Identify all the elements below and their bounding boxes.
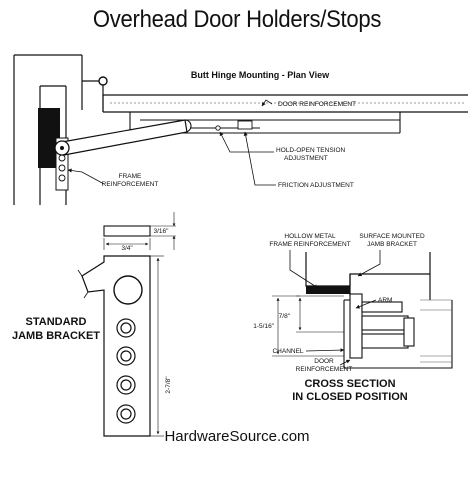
dim-width: 3/4" [121,245,133,252]
cross-section: HOLLOW METAL FRAME REINFORCEMENT SURFACE… [253,233,453,403]
hollow-metal-label-line1: HOLLOW METAL [284,233,336,240]
hinge-knuckle [98,76,108,86]
bracket-hole [58,164,66,172]
friction-adjustment-label: FRICTION ADJUSTMENT [278,182,354,189]
dim-7-8: 7/8" [279,313,291,320]
dim-thickness: 3/16" [154,228,170,235]
surface-mounted-label-line1: SURFACE MOUNTED [359,233,425,240]
bracket-end-view [103,225,151,237]
arm-label: ARM [378,297,392,304]
plan-view: Butt Hinge Mounting - Plan View [13,54,468,205]
plan-view-heading: Butt Hinge Mounting - Plan View [191,70,330,80]
holder-arm [54,119,188,156]
door-section [343,299,453,369]
hold-open-label-line1: HOLD-OPEN TENSION [276,147,346,154]
hollow-metal-label-line2: FRAME REINFORCEMENT [269,241,350,248]
door-leaf [102,94,468,113]
page-title: Overhead Door Holders/Stops [92,6,382,33]
jamb-bracket-label-line1: STANDARD [26,316,87,328]
frame-reinforcement-label-line1: FRAME [119,173,142,180]
site-footer: HardwareSource.com [164,428,310,445]
friction-block [237,120,253,130]
hold-open-screw [215,125,221,131]
pivot-hole [113,275,143,305]
channel-label: CHANNEL [272,348,303,355]
door-reinforcement-label-line1: DOOR [314,358,334,365]
door-hatch [420,299,452,363]
door-reinforcement-label: DOOR REINFORCEMENT [278,101,356,108]
surface-mounted-label-line2: JAMB BRACKET [367,241,417,248]
hold-open-label-line2: ADJUSTMENT [284,155,328,162]
bracket-hole [58,154,66,162]
cross-section-caption-line1: CROSS SECTION [304,378,395,390]
frame-reinforcement-label-line2: REINFORCEMENT [102,181,159,188]
bracket-hole [58,174,66,182]
cross-section-caption-line2: IN CLOSED POSITION [292,391,408,403]
jamb-bracket-label-line2: JAMB BRACKET [12,330,100,342]
frame-reinforcement-block [38,108,60,168]
hollow-metal-reinforcement [306,286,350,294]
dim-1-5-16: 1-5/16" [253,323,274,330]
standard-jamb-bracket: 3/16" 3/4" 2-7/8" STANDARD JAMB BRACKET [12,212,176,437]
mounting-holes [116,318,136,424]
door-reinforcement-label-line2: REINFORCEMENT [296,366,353,373]
dim-height: 2-7/8" [165,376,172,394]
section-bracket [349,293,415,359]
